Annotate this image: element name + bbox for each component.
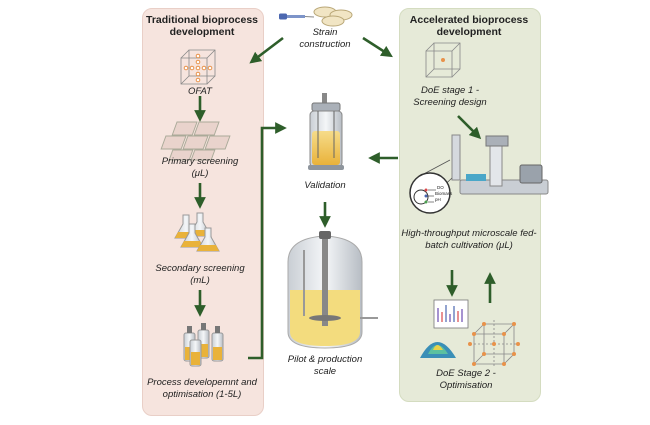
ofat-cube-icon (180, 49, 216, 85)
flow-arrows (194, 36, 496, 360)
doe1-cube-icon (425, 42, 461, 78)
response-surface-icon (420, 342, 456, 358)
htp-label: High-throughput microscale fed-batch cul… (401, 228, 537, 251)
doe2-label: DoE Stage 2 - Optimisation (436, 368, 496, 391)
liquid-handler-icon (419, 134, 549, 209)
sensor-ph-label: pH (435, 197, 441, 202)
result-plot-icon (433, 299, 469, 329)
small-bioreactor-icon (183, 323, 224, 367)
strain-label: Strain construction (299, 27, 351, 50)
sensor-biomass-label: Biomass (435, 191, 453, 196)
validation-label: Validation (304, 180, 346, 191)
arrow-doe1-to-htp (457, 115, 482, 140)
bench-bioreactor-icon (308, 93, 344, 170)
traditional-title: Traditional bioprocess development (145, 14, 259, 38)
sensor-do-label: DO (437, 185, 444, 190)
process-label: Process developemnt and optimisation (1-… (147, 377, 257, 400)
strain-icon (279, 6, 353, 27)
sensor-magnifier-icon (409, 172, 451, 214)
secondary-label: Secondary screening (mL) (155, 263, 245, 286)
arrow-strain-to-accelerated (362, 36, 393, 58)
flask-icon (174, 212, 220, 252)
microplate-icon (160, 121, 231, 161)
doe1-label: DoE stage 1 - Screening design (413, 85, 487, 108)
production-tank-icon (287, 231, 378, 349)
doe2-cube-icon (468, 320, 520, 368)
arrow-process-to-validation (248, 122, 287, 360)
primary-label: Primary screening (μL) (161, 156, 239, 179)
pilot-label: Pilot & production scale (287, 354, 363, 377)
accelerated-title: Accelerated bioprocess development (409, 14, 529, 38)
arrow-strain-to-traditional (249, 36, 284, 64)
ofat-label: OFAT (188, 86, 212, 97)
